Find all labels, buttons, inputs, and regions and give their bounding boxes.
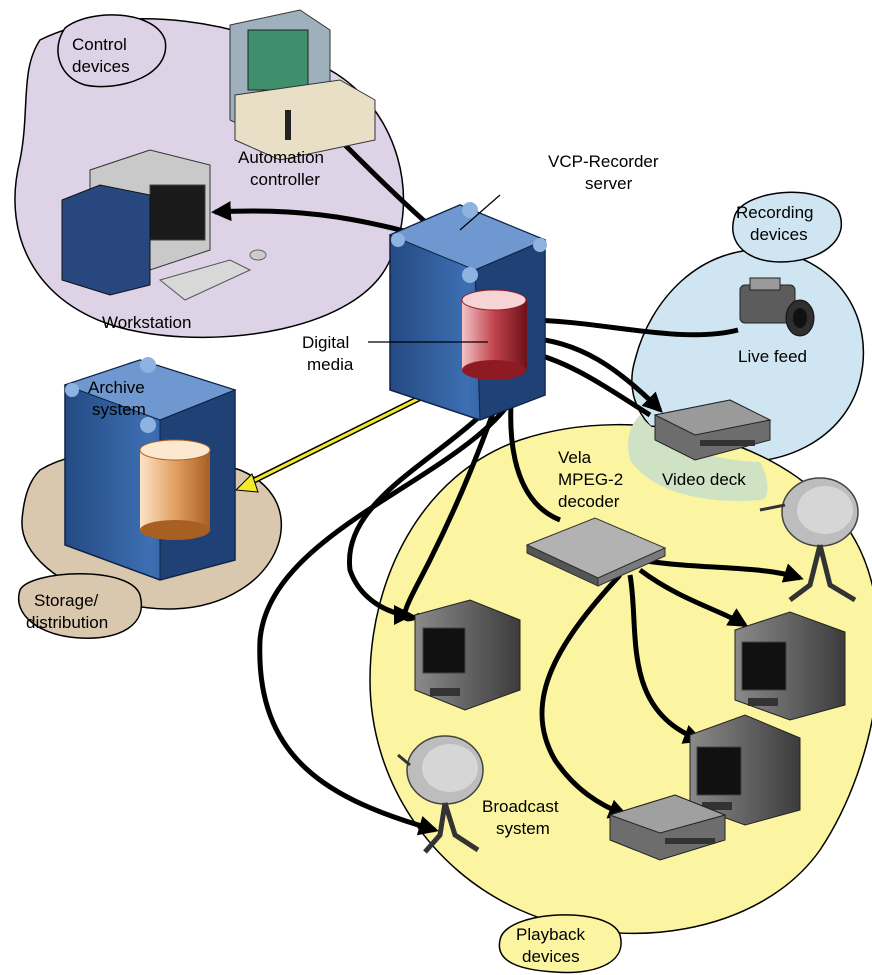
storage-label-1: Storage/	[34, 591, 99, 610]
workstation-label: Workstation	[102, 313, 191, 332]
control-label-bubble	[57, 14, 167, 88]
storage-label-2: distribution	[26, 613, 108, 632]
link-decoder-monitor2	[638, 567, 749, 628]
digital-media-disk-icon	[461, 289, 527, 380]
monitor-3-icon	[689, 714, 801, 826]
recording-devices-label-1: Recording	[736, 203, 814, 222]
link-server-broadcast	[257, 371, 528, 836]
recording-devices-label-2: devices	[750, 225, 808, 244]
monitor-2-icon	[734, 611, 846, 721]
playback-devices-label-2: devices	[522, 947, 580, 966]
link-server-monitor1	[347, 373, 518, 625]
storage-label-bubble	[17, 573, 143, 639]
playback-vcr-icon	[608, 794, 727, 861]
playback-devices-label-1: Playback	[516, 925, 585, 944]
control-devices-label-2: devices	[72, 57, 130, 76]
satellite-dish-1-icon	[759, 477, 859, 603]
playback-label-bubble	[498, 914, 622, 974]
control-devices-label-1: Control	[72, 35, 127, 54]
archive-label-2: system	[92, 400, 146, 419]
automation-controller-icon	[229, 9, 376, 161]
link-decoder-dish	[639, 557, 804, 583]
link-camera-server	[521, 310, 739, 338]
digital-media-label-1: Digital	[302, 333, 349, 352]
live-feed-label: Live feed	[738, 347, 807, 366]
broadcast-label-2: system	[496, 819, 550, 838]
link-decoder-monitor3	[627, 574, 704, 744]
recording-label-bubble	[732, 191, 843, 263]
monitor-1-icon	[414, 599, 521, 711]
decoder-label-3: decoder	[558, 492, 620, 511]
link-decoder-vcr	[539, 573, 629, 819]
automation-label-1: Automation	[238, 148, 324, 167]
video-camera-icon	[739, 277, 815, 337]
automation-label-2: controller	[250, 170, 320, 189]
mpeg2-decoder-icon	[525, 517, 667, 587]
decoder-label-1: Vela	[558, 448, 592, 467]
video-deck-label: Video deck	[662, 470, 746, 489]
server-label-2: server	[585, 174, 633, 193]
archive-disk-icon	[139, 439, 211, 540]
video-deck-icon	[653, 399, 772, 461]
decoder-label-2: MPEG-2	[558, 470, 623, 489]
broadcast-label-1: Broadcast	[482, 797, 559, 816]
archive-label-1: Archive	[88, 378, 145, 397]
workstation-icon	[61, 149, 267, 301]
server-label-pointer	[459, 194, 501, 231]
server-label-1: VCP-Recorder	[548, 152, 659, 171]
satellite-dish-2-icon	[397, 735, 484, 854]
digital-media-label-2: media	[307, 355, 354, 374]
